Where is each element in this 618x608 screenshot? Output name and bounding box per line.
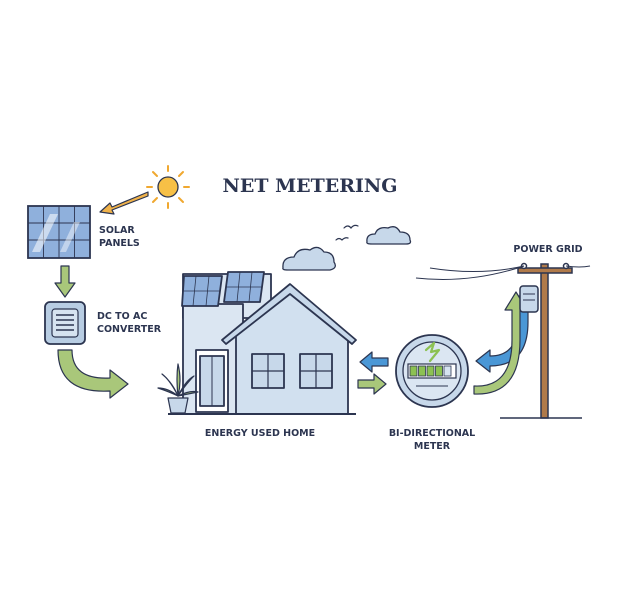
solar-panels-label: SOLAR — [99, 225, 135, 236]
panel-to-converter-arrow — [54, 265, 76, 298]
converter-icon — [44, 301, 86, 345]
bird-icon — [335, 224, 359, 241]
sun-icon — [146, 165, 190, 209]
solar-panel-icon — [27, 205, 91, 259]
meter-label-line2: METER — [414, 441, 451, 452]
meter-icon — [395, 334, 469, 408]
meter-label: BI-DIRECTIONAL — [389, 428, 475, 439]
window-left — [251, 353, 285, 389]
home-to-meter-arrow — [357, 373, 387, 395]
meter-to-grid-arrow — [473, 291, 528, 395]
cloud-icon — [282, 246, 336, 271]
power-pole-icon — [500, 262, 582, 419]
cloud-icon-2 — [366, 226, 412, 245]
power-lines — [415, 265, 591, 280]
meter-to-home-arrow — [359, 351, 389, 373]
roof-solar-panels — [181, 271, 265, 307]
sunlight-arrow — [99, 191, 149, 215]
power-grid-label: POWER GRID — [513, 244, 582, 255]
converter-to-home-arrow — [57, 349, 129, 399]
converter-label-line2: CONVERTER — [97, 324, 162, 335]
diagram-title: NET METERING — [222, 175, 397, 197]
house-icon — [168, 271, 357, 415]
home-label: ENERGY USED HOME — [205, 428, 315, 439]
solar-panels-label-line2: PANELS — [99, 238, 140, 249]
window-right — [299, 353, 333, 389]
converter-label: DC TO AC — [97, 311, 147, 322]
plant-icon — [157, 363, 199, 414]
